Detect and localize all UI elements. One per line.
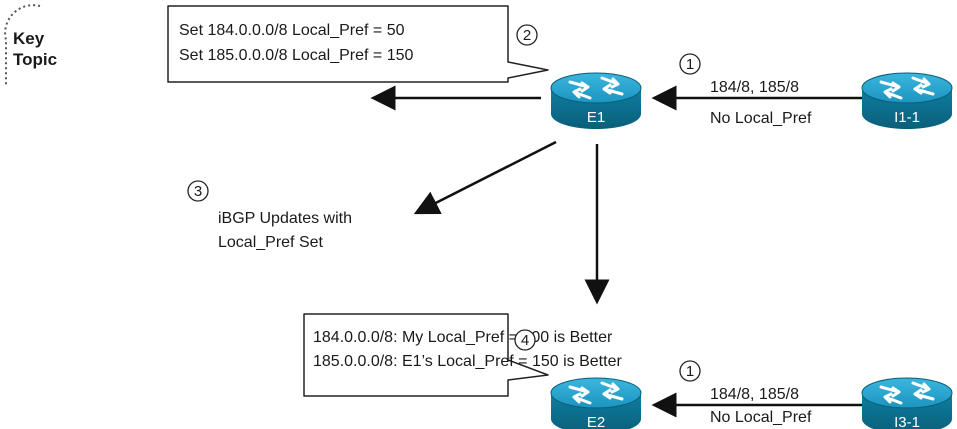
router-i3-1: I3-1	[860, 376, 954, 429]
key-topic-badge: Key Topic	[4, 4, 57, 86]
router-e2-label: E2	[587, 414, 605, 429]
callout-bottom-line1: 184.0.0.0/8: My Local_Pref = 100 is Bett…	[313, 329, 613, 346]
router-e1: E1	[549, 71, 643, 131]
step-4-marker: 4	[514, 329, 536, 351]
step-1-bottom-label: 1	[686, 363, 694, 380]
callout-bottom: 184.0.0.0/8: My Local_Pref = 100 is Bett…	[303, 313, 622, 397]
ibgp-label-line2: Local_Pref Set	[218, 234, 324, 251]
callout-top: Set 184.0.0.0/8 Local_Pref = 50 Set 185.…	[167, 5, 549, 83]
step-1-top-label: 1	[686, 56, 694, 73]
update-top-prefixes: 184/8, 185/8	[710, 79, 799, 96]
step-3-label: 3	[194, 183, 202, 200]
step-4-label: 4	[521, 332, 529, 349]
key-topic-line2: Topic	[13, 50, 57, 69]
callout-top-line2: Set 185.0.0.0/8 Local_Pref = 150	[179, 47, 414, 64]
ibgp-label-line1: iBGP Updates with	[218, 210, 352, 227]
step-2-marker: 2	[516, 24, 538, 46]
update-bottom-localpref: No Local_Pref	[710, 409, 812, 426]
router-i3-1-label: I3-1	[894, 414, 920, 429]
step-1-top-marker: 1	[679, 53, 701, 75]
update-top-localpref: No Local_Pref	[710, 110, 812, 127]
step-1-bottom-marker: 1	[679, 360, 701, 382]
router-i1-1: I1-1	[860, 71, 954, 131]
arrow-ibgp-updates	[413, 140, 557, 215]
router-i1-1-label: I1-1	[894, 109, 920, 126]
router-e2: E2	[549, 376, 643, 429]
step-2-label: 2	[523, 27, 531, 44]
update-bottom-prefixes: 184/8, 185/8	[710, 386, 799, 403]
router-e1-label: E1	[587, 109, 605, 126]
key-topic-line1: Key	[13, 29, 45, 48]
callout-top-line1: Set 184.0.0.0/8 Local_Pref = 50	[179, 22, 405, 39]
step-3-marker: 3	[187, 180, 209, 202]
callout-bottom-line2: 185.0.0.0/8: E1’s Local_Pref = 150 is Be…	[313, 353, 622, 370]
